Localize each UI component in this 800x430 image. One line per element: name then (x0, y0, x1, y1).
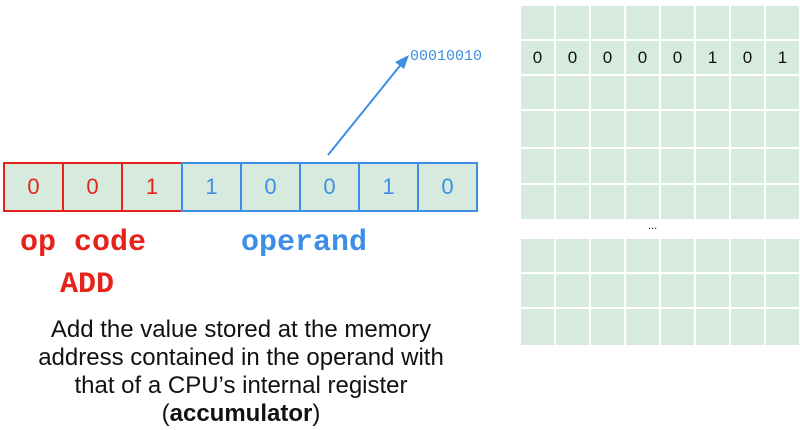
arrow-head (395, 55, 409, 69)
memory-cell (520, 75, 555, 110)
memory-cell (730, 148, 765, 184)
memory-cell (695, 238, 730, 273)
memory-cell (660, 238, 695, 273)
memory-cell (660, 308, 695, 346)
memory-cell (695, 273, 730, 308)
memory-cell (625, 238, 660, 273)
memory-value-bit: 1 (695, 40, 730, 75)
opcode-bit: 0 (3, 162, 64, 212)
memory-address-label: 00010010 (410, 48, 483, 65)
memory-cell (660, 184, 695, 220)
memory-cell (765, 110, 800, 148)
memory-value-bit: 0 (555, 40, 590, 75)
memory-cell (695, 75, 730, 110)
accumulator-term: accumulator (169, 400, 313, 427)
operand-bit: 0 (240, 162, 301, 212)
memory-cell (625, 110, 660, 148)
memory-cell (765, 308, 800, 346)
memory-cell (660, 5, 695, 40)
memory-cell (765, 184, 800, 220)
operand-bit: 0 (299, 162, 360, 212)
operand-bit: 1 (358, 162, 419, 212)
memory-value-bit: 1 (765, 40, 800, 75)
memory-cell (555, 110, 590, 148)
memory-cell (590, 308, 625, 346)
memory-cell (555, 184, 590, 220)
memory-cell (520, 110, 555, 148)
description-line: that of a CPU’s internal register (74, 372, 408, 399)
memory-cell (555, 273, 590, 308)
memory-cell (730, 110, 765, 148)
memory-value-bit: 0 (660, 40, 695, 75)
memory-cell (590, 273, 625, 308)
memory-cell (625, 148, 660, 184)
description-line: (accumulator) (0, 400, 482, 428)
memory-cell (765, 238, 800, 273)
memory-cell (660, 75, 695, 110)
memory-cell (555, 308, 590, 346)
memory-value-bit: 0 (520, 40, 555, 75)
opcode-bit: 1 (121, 162, 183, 212)
memory-cell (520, 273, 555, 308)
memory-cell (555, 75, 590, 110)
memory-cell (695, 308, 730, 346)
memory-cell (590, 238, 625, 273)
memory-cell (730, 308, 765, 346)
memory-cell (520, 238, 555, 273)
memory-cell (695, 5, 730, 40)
operand-label: operand (241, 226, 368, 260)
memory-cell (625, 273, 660, 308)
memory-cell (695, 110, 730, 148)
memory-cell (695, 148, 730, 184)
memory-cell (765, 273, 800, 308)
memory-cell (520, 184, 555, 220)
memory-cell (555, 238, 590, 273)
memory-cell (625, 5, 660, 40)
memory-cell (520, 5, 555, 40)
memory-cell (730, 273, 765, 308)
memory-cell (520, 148, 555, 184)
memory-cell (625, 184, 660, 220)
memory-cell (625, 75, 660, 110)
opcode-label: op code (20, 226, 147, 260)
memory-cell (695, 184, 730, 220)
memory-value-bit: 0 (590, 40, 625, 75)
opcode-bit: 0 (62, 162, 123, 212)
memory-cell (590, 110, 625, 148)
memory-cell (730, 75, 765, 110)
memory-cell (625, 308, 660, 346)
memory-cell (660, 110, 695, 148)
memory-cell (590, 148, 625, 184)
memory-cell (555, 148, 590, 184)
paren-close: ) (312, 400, 321, 427)
memory-value-bit: 0 (625, 40, 660, 75)
memory-cell (730, 184, 765, 220)
memory-cell (555, 5, 590, 40)
memory-cell (590, 75, 625, 110)
memory-cell (660, 148, 695, 184)
memory-cell (520, 308, 555, 346)
arrow-line (327, 61, 404, 156)
instruction-description: Add the value stored at the memory addre… (0, 316, 482, 428)
memory-ellipsis: ... (648, 220, 658, 232)
operand-bit: 1 (181, 162, 242, 212)
description-line: address contained in the operand with (38, 344, 444, 371)
memory-cell (660, 273, 695, 308)
operand-bit: 0 (417, 162, 478, 212)
memory-cell (730, 238, 765, 273)
memory-cell (590, 184, 625, 220)
mnemonic-label: ADD (60, 268, 115, 302)
memory-cell (765, 148, 800, 184)
memory-cell (590, 5, 625, 40)
description-line: Add the value stored at the memory (50, 316, 432, 343)
memory-value-bit: 0 (730, 40, 765, 75)
paren-open: ( (161, 400, 170, 427)
memory-cell (765, 75, 800, 110)
memory-cell (765, 5, 800, 40)
memory-cell (730, 5, 765, 40)
